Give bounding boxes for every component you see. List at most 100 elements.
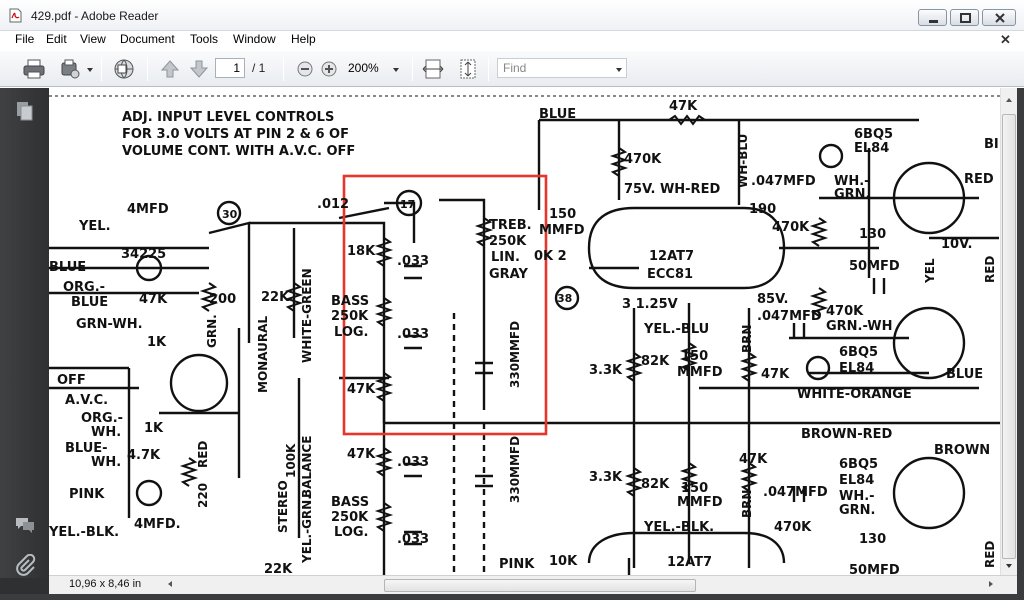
svg-text:GRN.: GRN. [205, 314, 219, 348]
svg-text:GRN.: GRN. [834, 187, 871, 202]
svg-text:150: 150 [549, 207, 576, 222]
scroll-up-icon[interactable] [1006, 98, 1012, 102]
maximize-icon [960, 13, 971, 23]
zoom-out-icon[interactable] [293, 57, 317, 81]
menu-view[interactable]: View [80, 32, 106, 46]
menu-edit[interactable]: Edit [46, 32, 67, 46]
menu-help[interactable]: Help [291, 32, 316, 46]
scroll-down-icon[interactable] [1006, 564, 1012, 568]
svg-text:38: 38 [557, 292, 572, 305]
comments-icon[interactable] [14, 514, 36, 536]
menu-document[interactable]: Document [120, 32, 175, 46]
document-close-icon[interactable]: ✕ [1000, 32, 1011, 47]
svg-text:BLUE: BLUE [71, 295, 108, 310]
toolbar: 1 / 1 200% Find [0, 51, 1024, 87]
schematic-page: ADJ. INPUT LEVEL CONTROLS FOR 3.0 VOLTS … [49, 95, 1000, 575]
toolbar-separator [488, 57, 489, 81]
svg-text:.033: .033 [397, 532, 429, 547]
share-globe-icon[interactable] [112, 57, 136, 81]
find-input[interactable]: Find [497, 58, 627, 78]
svg-text:TREB.: TREB. [489, 218, 532, 233]
svg-text:.047MFD: .047MFD [751, 174, 816, 189]
svg-text:RED: RED [983, 256, 997, 283]
svg-text:BLUE-: BLUE- [65, 441, 108, 456]
page-thumbnails-icon[interactable] [14, 100, 36, 122]
svg-text:MONAURAL: MONAURAL [256, 316, 270, 393]
attach-print-icon[interactable] [58, 57, 82, 81]
previous-page-icon[interactable] [158, 57, 182, 81]
svg-text:BRN: BRN [740, 325, 754, 353]
status-bar: 10,96 x 8,46 in [49, 575, 1017, 594]
svg-text:47K: 47K [761, 367, 790, 382]
svg-text:250K: 250K [331, 510, 369, 525]
svg-text:10K: 10K [549, 554, 578, 569]
svg-text:WHITE-GREEN: WHITE-GREEN [300, 268, 314, 363]
svg-text:.033: .033 [397, 327, 429, 342]
svg-text:82K: 82K [641, 354, 670, 369]
zoom-level-select[interactable]: 200% [348, 61, 379, 75]
attachments-paperclip-icon[interactable] [14, 554, 36, 576]
horizontal-scrollbar-thumb[interactable] [384, 579, 696, 592]
svg-text:130: 130 [859, 227, 886, 242]
fit-width-icon[interactable] [421, 57, 445, 81]
svg-text:PINK: PINK [69, 487, 105, 502]
close-button[interactable] [982, 9, 1016, 26]
svg-text:220: 220 [196, 483, 210, 508]
svg-text:4MFD.: 4MFD. [134, 517, 181, 532]
print-icon[interactable] [22, 57, 46, 81]
svg-text:17: 17 [400, 198, 415, 211]
svg-text:BI: BI [984, 137, 999, 152]
svg-text:LOG.: LOG. [334, 525, 368, 540]
chevron-down-icon[interactable] [87, 68, 93, 72]
svg-text:BALANCE: BALANCE [300, 436, 314, 498]
svg-text:3 1.25V: 3 1.25V [622, 297, 678, 312]
svg-text:WH.: WH. [91, 455, 121, 470]
fit-page-icon[interactable] [456, 57, 480, 81]
svg-text:EL84: EL84 [839, 361, 874, 376]
window-title: 429.pdf - Adobe Reader [31, 9, 159, 23]
svg-text:470K: 470K [826, 304, 864, 319]
svg-text:12AT7: 12AT7 [667, 555, 712, 570]
menu-tools[interactable]: Tools [190, 32, 219, 46]
svg-text:RED: RED [964, 172, 994, 187]
chevron-down-icon[interactable] [393, 68, 399, 72]
svg-text:47K: 47K [739, 452, 768, 467]
svg-text:LIN.: LIN. [491, 250, 520, 265]
minimize-button[interactable] [918, 9, 947, 26]
svg-text:3.3K: 3.3K [589, 470, 623, 485]
window-frame-bottom [0, 594, 1024, 600]
maximize-button[interactable] [950, 9, 979, 26]
svg-text:GRN-WH.: GRN-WH. [76, 317, 143, 332]
close-icon [995, 13, 1005, 23]
svg-text:1K: 1K [144, 421, 164, 436]
page-number-input[interactable]: 1 [215, 58, 245, 78]
svg-text:BLUE: BLUE [946, 367, 983, 382]
scrollbar-thumb[interactable] [1002, 114, 1016, 559]
svg-text:85V.: 85V. [757, 292, 788, 307]
svg-text:YEL.: YEL. [78, 219, 111, 234]
next-page-icon[interactable] [187, 57, 211, 81]
svg-text:BROWN-RED: BROWN-RED [801, 427, 892, 442]
svg-text:.033: .033 [397, 455, 429, 470]
toolbar-separator [283, 57, 284, 81]
menu-window[interactable]: Window [233, 32, 276, 46]
svg-text:EL84: EL84 [839, 473, 874, 488]
svg-text:18K: 18K [347, 244, 376, 259]
minimize-icon [929, 20, 938, 23]
toolbar-separator [147, 57, 148, 81]
svg-text:A.V.C.: A.V.C. [65, 393, 108, 408]
svg-text:YEL.-GRN.: YEL.-GRN. [300, 495, 314, 564]
scroll-right-icon[interactable] [989, 581, 993, 587]
svg-text:12AT7: 12AT7 [649, 249, 694, 264]
menu-file[interactable]: File [15, 32, 35, 46]
svg-text:ADJ. INPUT LEVEL CONTROLS: ADJ. INPUT LEVEL CONTROLS [122, 110, 334, 125]
svg-text:BROWN: BROWN [934, 443, 990, 458]
svg-text:47K: 47K [347, 382, 376, 397]
zoom-in-icon[interactable] [317, 57, 341, 81]
chevron-down-icon[interactable] [616, 68, 622, 72]
vertical-scrollbar[interactable] [1000, 88, 1017, 575]
svg-text:YEL.-BLK.: YEL.-BLK. [49, 525, 119, 540]
scroll-left-icon[interactable] [168, 581, 172, 587]
document-view[interactable]: ADJ. INPUT LEVEL CONTROLS FOR 3.0 VOLTS … [49, 88, 1000, 575]
page-total: / 1 [252, 61, 266, 75]
